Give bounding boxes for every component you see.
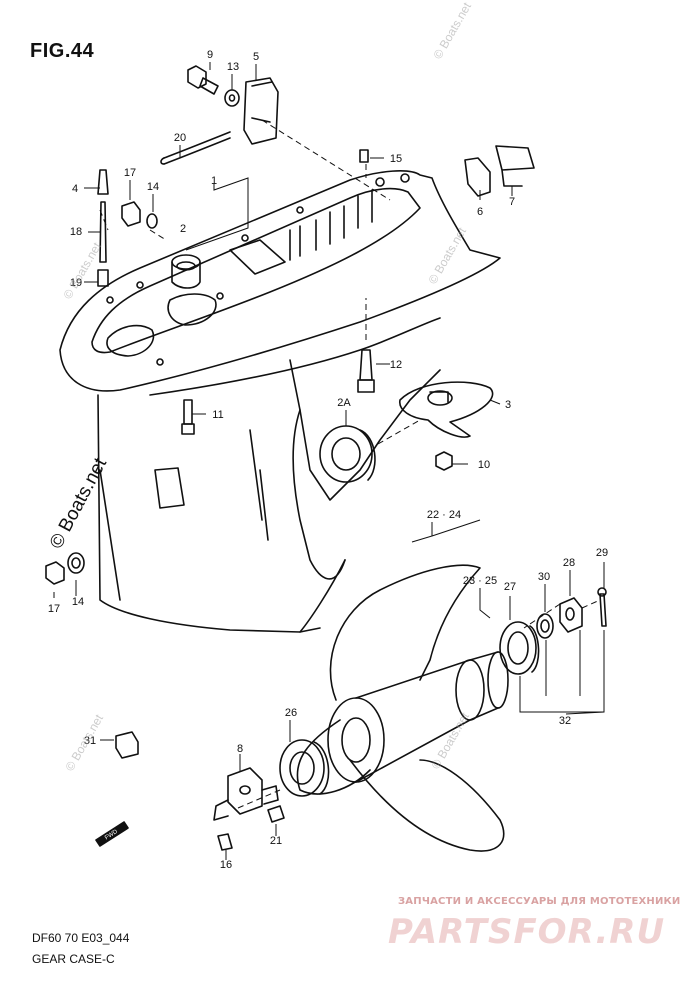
- callout-c30: 30: [538, 571, 550, 583]
- part-bolt-9: [187, 65, 219, 95]
- part-plug-16: [217, 833, 233, 851]
- figure-code: DF60 70 E03_044: [32, 931, 130, 945]
- boats-net-watermarks: © Boats.net © Boats.net © Boats.net © Bo…: [46, 0, 474, 774]
- callout-c27: 27: [504, 581, 516, 593]
- part-cotter-29: [597, 587, 607, 627]
- callout-c15: 15: [390, 153, 402, 165]
- part-propeller-22-24: [296, 564, 509, 852]
- part-bearing-26: [279, 739, 330, 797]
- callout-c3: 3: [505, 399, 511, 411]
- leader-lines: [53, 62, 605, 860]
- part-plug-17-lower: [45, 561, 65, 585]
- callout-c32: 32: [559, 715, 571, 727]
- part-nut-10: [435, 451, 453, 471]
- callout-c17b: 17: [48, 603, 60, 615]
- gear-case-body: [59, 170, 501, 633]
- part-fitting-8: [213, 767, 279, 821]
- callout-c13: 13: [227, 61, 239, 73]
- callout-c10: 10: [478, 459, 490, 471]
- part-plug-31: [115, 731, 139, 759]
- watermark-boats-3: © Boats.net: [430, 0, 474, 61]
- callout-c19: 19: [70, 277, 82, 289]
- callout-c14b: 14: [72, 596, 84, 608]
- part-bolt-12: [357, 349, 375, 393]
- callout-c2: 2: [180, 223, 186, 235]
- watermark-boats-main: © Boats.net: [46, 454, 112, 552]
- callout-c7: 7: [509, 196, 515, 208]
- part-bolt-11: [181, 399, 195, 435]
- part-nut-28: [559, 597, 583, 633]
- part-thrust-27: [499, 621, 540, 675]
- callout-c31: 31: [84, 735, 96, 747]
- part-plug-17-top: [121, 201, 141, 227]
- watermark-boats-2: © Boats.net: [425, 224, 469, 286]
- watermark-boats-5: © Boats.net: [62, 711, 106, 773]
- part-washer-13: [224, 89, 240, 107]
- callout-c12: 12: [390, 359, 402, 371]
- callout-c18: 18: [70, 226, 82, 238]
- callout-c11: 11: [212, 409, 223, 421]
- callout-c14a: 14: [147, 181, 159, 193]
- store-watermark-line: ЗАПЧАСТИ И АКСЕССУАРЫ ДЛЯ МОТОТЕХНИКИ: [398, 896, 681, 907]
- callout-c28: 28: [563, 557, 575, 569]
- part-washer-30: [536, 613, 554, 639]
- callout-c22: 22 · 24: [427, 509, 461, 521]
- part-bolt-21: [267, 805, 285, 823]
- watermark-boats-4: © Boats.net: [428, 709, 472, 771]
- part-bearing-2a: [319, 425, 376, 483]
- figure-caption: GEAR CASE-C: [32, 952, 115, 966]
- part-line-20: [160, 131, 231, 165]
- fwd-arrow-icon: [95, 821, 129, 847]
- callout-c23: 23 · 25: [463, 575, 497, 587]
- part-washer-14-lower: [67, 552, 85, 574]
- part-pin-15: [359, 149, 369, 163]
- callout-c2a: 2A: [337, 397, 351, 409]
- part-anode-5: [243, 77, 279, 145]
- callout-c6: 6: [477, 206, 483, 218]
- figure-title: FIG.44: [30, 40, 95, 62]
- callout-c9: 9: [207, 49, 213, 61]
- callout-c4: 4: [72, 183, 78, 195]
- callout-c1: 1: [211, 175, 217, 187]
- callout-c16: 16: [220, 859, 232, 871]
- callout-c5: 5: [253, 51, 259, 63]
- part-shift-rod: [97, 169, 109, 287]
- part-washer-14-top: [146, 213, 158, 229]
- callout-c26: 26: [285, 707, 297, 719]
- part-trim-tab-3: [399, 381, 494, 438]
- callout-c29: 29: [596, 547, 608, 559]
- callout-c21: 21: [270, 835, 282, 847]
- part-bracket-7: [495, 145, 535, 187]
- callout-c17a: 17: [124, 167, 136, 179]
- part-bracket-6: [464, 157, 491, 197]
- callout-c20: 20: [174, 132, 186, 144]
- callout-c8: 8: [237, 743, 243, 755]
- store-watermark-logo: PARTSFOR.RU: [388, 912, 666, 952]
